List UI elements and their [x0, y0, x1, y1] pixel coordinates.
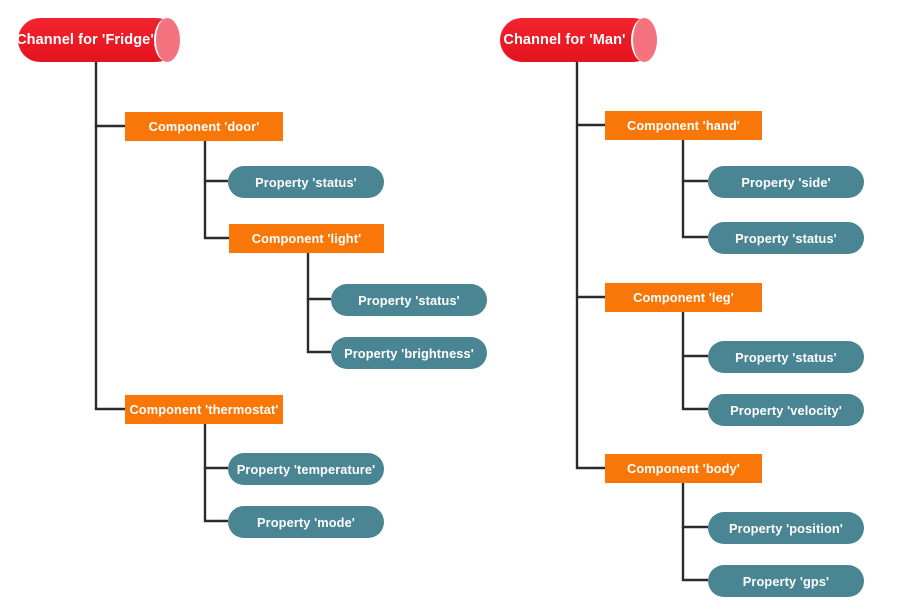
property-node-label: Property 'status' [255, 174, 357, 190]
property-node-label: Property 'brightness' [344, 345, 474, 361]
edge-light-to-brightness [306, 299, 331, 354]
channel-node-label: Channel for 'Man' [503, 32, 626, 48]
property-node-leg-status[interactable]: Property 'status' [708, 341, 864, 373]
property-node-label: Property 'temperature' [236, 461, 376, 477]
edge-man-to-hand [575, 62, 605, 127]
property-node-body-gps[interactable]: Property 'gps' [708, 565, 864, 597]
component-node-label: Component 'door' [148, 119, 260, 134]
component-node-door[interactable]: Component 'door' [125, 112, 283, 141]
property-node-label: Property 'side' [741, 174, 831, 190]
edge-fridge-to-thermostat [94, 126, 125, 411]
property-node-hand-side[interactable]: Property 'side' [708, 166, 864, 198]
edge-fridge-to-door [94, 62, 125, 128]
edge-door-to-light [203, 181, 229, 240]
property-node-leg-velocity[interactable]: Property 'velocity' [708, 394, 864, 426]
property-node-light-status[interactable]: Property 'status' [331, 284, 487, 316]
property-node-label: Property 'status' [735, 230, 837, 246]
edge-leg-to-velocity [681, 356, 708, 411]
edge-thermostat-to-temperature [203, 424, 228, 470]
edge-thermostat-to-mode [203, 468, 228, 523]
property-node-thermostat-temperature[interactable]: Property 'temperature' [228, 453, 384, 485]
channel-node-fridge[interactable]: Channel for 'Fridge' [16, 18, 180, 62]
component-node-label: Component 'body' [627, 461, 740, 476]
property-node-body-position[interactable]: Property 'position' [708, 512, 864, 544]
edge-hand-to-status [681, 181, 708, 239]
cylinder-cap-ellipse [154, 18, 180, 62]
edge-door-to-status [203, 141, 228, 183]
channel-node-label: Channel for 'Fridge' [16, 32, 154, 48]
component-node-leg[interactable]: Component 'leg' [605, 283, 762, 312]
edge-man-to-body [575, 297, 605, 470]
edge-body-to-gps [681, 527, 708, 582]
property-node-label: Property 'mode' [257, 514, 355, 530]
edge-hand-to-side [681, 140, 708, 183]
property-node-thermostat-mode[interactable]: Property 'mode' [228, 506, 384, 538]
edge-man-to-leg [575, 125, 605, 299]
component-node-label: Component 'light' [251, 231, 362, 246]
component-node-label: Component 'hand' [627, 118, 740, 133]
property-node-label: Property 'status' [735, 349, 837, 365]
property-node-label: Property 'status' [358, 292, 460, 308]
property-node-door-status[interactable]: Property 'status' [228, 166, 384, 198]
property-node-light-brightness[interactable]: Property 'brightness' [331, 337, 487, 369]
property-node-hand-status[interactable]: Property 'status' [708, 222, 864, 254]
component-node-label: Component 'thermostat' [129, 402, 279, 417]
component-node-hand[interactable]: Component 'hand' [605, 111, 762, 140]
property-node-label: Property 'velocity' [730, 402, 842, 418]
component-node-label: Component 'leg' [633, 290, 734, 305]
edge-body-to-position [681, 483, 708, 529]
channel-node-man[interactable]: Channel for 'Man' [500, 18, 657, 62]
component-node-body[interactable]: Component 'body' [605, 454, 762, 483]
component-node-thermostat[interactable]: Component 'thermostat' [125, 395, 283, 424]
property-node-label: Property 'position' [729, 520, 843, 536]
cylinder-cap-ellipse [631, 18, 657, 62]
property-node-label: Property 'gps' [742, 573, 830, 589]
edge-light-to-status [306, 253, 331, 301]
edge-leg-to-status [681, 312, 708, 358]
component-node-light[interactable]: Component 'light' [229, 224, 384, 253]
